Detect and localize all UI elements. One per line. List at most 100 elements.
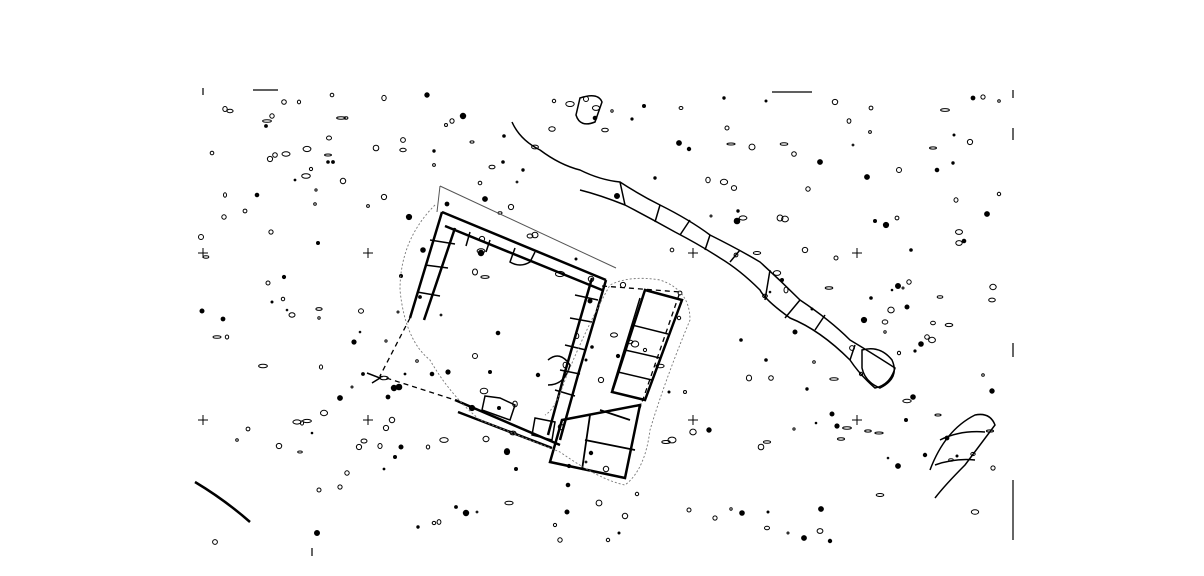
stone-mark: [224, 334, 230, 340]
stone-mark: [388, 416, 396, 424]
stone-mark: [326, 135, 332, 141]
stone-mark: [403, 372, 407, 376]
stone-mark: [875, 493, 885, 497]
stone-mark: [712, 515, 718, 521]
stone-mark: [936, 295, 944, 299]
stone-mark: [258, 363, 268, 369]
stone-mark: [245, 426, 251, 432]
stone-mark: [970, 509, 980, 515]
stone-mark: [686, 146, 692, 152]
stone-mark: [705, 176, 711, 184]
stone-mark: [393, 455, 397, 459]
stone-mark: [314, 530, 320, 536]
stone-mark: [913, 349, 917, 353]
stone-mark: [868, 130, 872, 134]
stone-mark: [314, 188, 318, 192]
stone-mark: [590, 345, 594, 349]
stone-mark: [842, 426, 852, 430]
stone-mark: [988, 297, 996, 303]
stone-mark: [552, 522, 558, 528]
stone-mark: [501, 160, 505, 164]
stone-mark: [686, 507, 692, 513]
stone-mark: [431, 520, 437, 526]
stone-mark: [535, 372, 541, 378]
stone-mark: [285, 308, 289, 312]
stone-mark: [488, 164, 496, 170]
stone-mark: [757, 443, 765, 451]
stone-mark: [584, 460, 588, 464]
stone-mark: [602, 465, 610, 473]
stone-mark: [337, 395, 343, 401]
stone-mark: [814, 421, 818, 425]
stone-mark: [526, 233, 534, 239]
stone-mark: [281, 151, 291, 157]
stone-mark: [689, 428, 697, 436]
stone-mark: [621, 512, 629, 520]
stone-mark: [726, 142, 736, 146]
stone-mark: [890, 288, 894, 292]
stone-mark: [531, 231, 539, 239]
stone-mark: [894, 215, 900, 221]
stone-mark: [886, 456, 890, 460]
stone-mark: [733, 217, 741, 225]
stone-mark: [396, 310, 400, 314]
stone-mark: [551, 98, 557, 104]
stone-mark: [930, 320, 936, 326]
stone-mark: [574, 257, 578, 261]
stone-mark: [764, 525, 770, 531]
stone-mark: [449, 118, 455, 124]
stone-mark: [882, 221, 890, 229]
stone-mark: [324, 153, 332, 157]
stone-mark: [380, 193, 388, 201]
stone-mark: [329, 92, 335, 98]
stone-mark: [989, 283, 997, 291]
stone-mark: [610, 109, 614, 113]
stone-mark: [502, 134, 506, 138]
stone-mark: [515, 180, 519, 184]
stone-mark: [254, 192, 260, 198]
stone-mark: [384, 339, 388, 343]
stone-mark: [564, 509, 570, 515]
stone-mark: [922, 452, 928, 458]
stone-mark: [475, 510, 479, 514]
stone-mark: [221, 214, 227, 220]
stone-mark: [416, 525, 420, 529]
stone-mark: [846, 118, 852, 124]
stone-mark: [748, 143, 756, 151]
stone-mark: [350, 385, 354, 389]
stone-mark: [360, 438, 368, 444]
stone-mark: [400, 137, 406, 143]
stone-mark: [462, 509, 470, 517]
stone-mark: [601, 127, 609, 133]
stone-mark: [934, 413, 942, 417]
stone-mark: [479, 387, 489, 395]
stone-mark: [902, 398, 912, 404]
stone-mark: [296, 99, 302, 105]
stone-mark: [377, 443, 383, 449]
stone-mark: [634, 491, 640, 497]
stone-mark: [595, 499, 603, 507]
stone-mark: [281, 274, 287, 280]
stone-mark: [605, 537, 611, 543]
stone-mark: [980, 94, 986, 100]
stone-mark: [766, 510, 770, 514]
stone-mark: [476, 248, 486, 254]
stone-mark: [390, 384, 398, 392]
stone-mark: [488, 370, 492, 374]
stone-mark: [280, 296, 286, 302]
stone-mark: [829, 377, 839, 381]
stone-mark: [339, 177, 347, 185]
stone-mark: [399, 147, 407, 153]
stone-mark: [817, 159, 823, 165]
stone-mark: [955, 240, 963, 246]
stone-mark: [209, 150, 215, 156]
stone-mark: [730, 185, 738, 191]
stone-mark: [482, 196, 488, 202]
stone-mark: [610, 332, 618, 338]
stone-mark: [910, 394, 916, 400]
arrow-marker: [366, 372, 382, 384]
stone-mark: [615, 353, 621, 359]
stone-mark: [883, 330, 887, 334]
stone-mark: [805, 387, 809, 391]
